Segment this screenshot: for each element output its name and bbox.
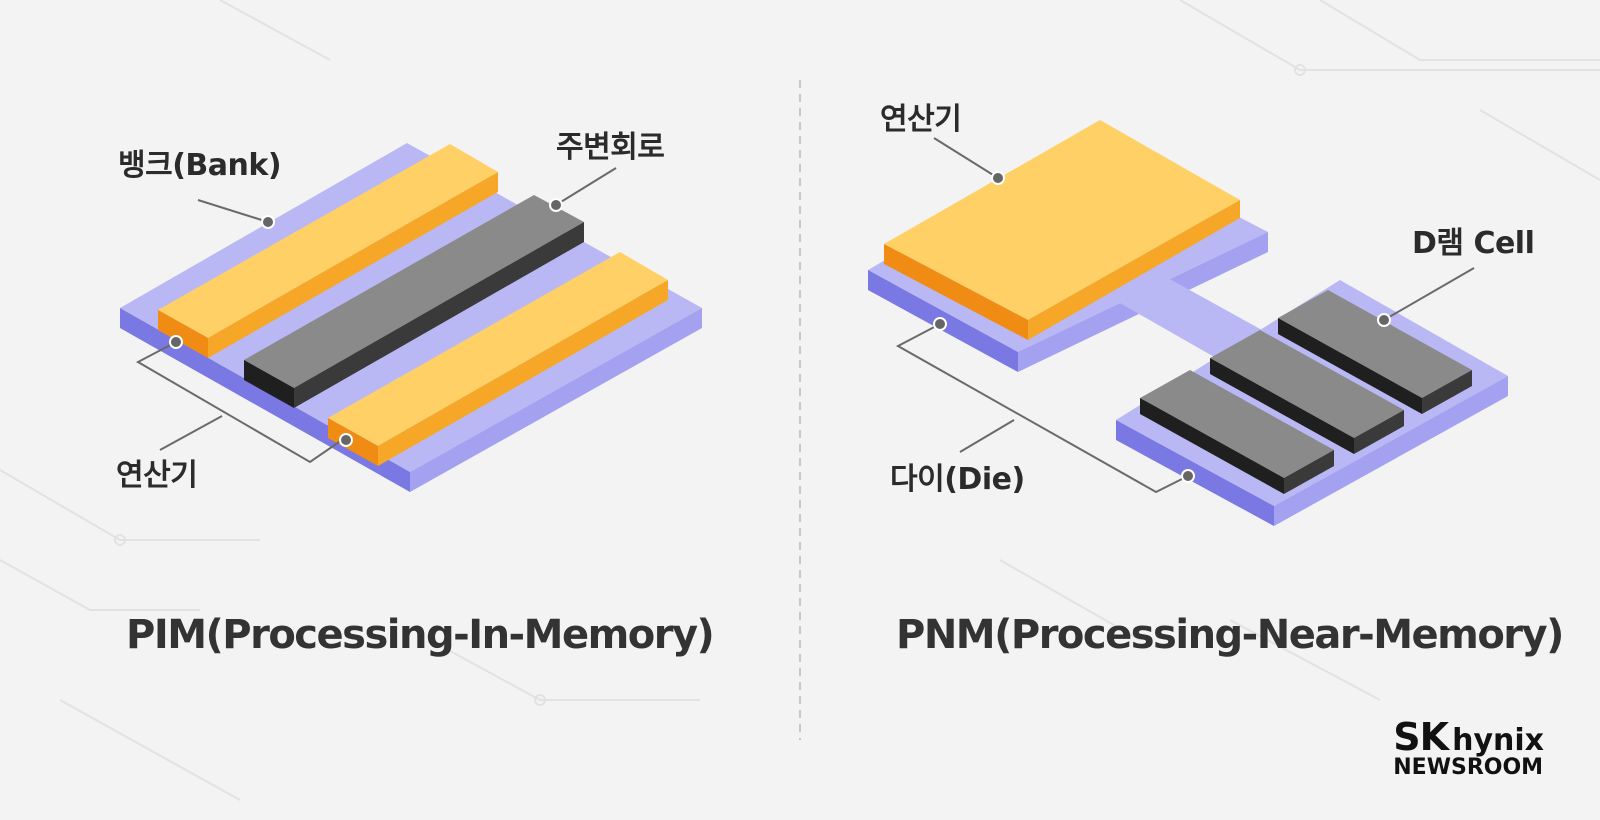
pnm-dram-cell-top bbox=[1140, 370, 1334, 478]
pim-periphery-label: 주변회로 bbox=[556, 130, 665, 165]
pim-bank-side bbox=[328, 418, 378, 466]
pim-die-left-side bbox=[120, 308, 410, 492]
pnm-dram-cell-front bbox=[1422, 370, 1472, 414]
pnm-dram-cell-top bbox=[1210, 330, 1404, 438]
logo-newsroom: NEWSROOM bbox=[1393, 755, 1544, 780]
pnm-dram-cell-side bbox=[1140, 398, 1284, 494]
pim-diagram bbox=[120, 143, 702, 492]
pnm-die-marker bbox=[933, 317, 947, 331]
pnm-dram-cell-top bbox=[1278, 290, 1472, 398]
pnm-title: PNM(Processing-Near-Memory) bbox=[896, 612, 1564, 658]
pim-periphery-top bbox=[244, 195, 584, 388]
pim-bank-label: 뱅크(Bank) bbox=[118, 148, 282, 183]
pnm-die-label: 다이(Die) bbox=[890, 462, 1025, 497]
pnm-processor-label: 연산기 bbox=[880, 102, 962, 137]
logo-product: hynix bbox=[1452, 723, 1544, 758]
pim-die-right-side bbox=[410, 308, 702, 492]
pnm-dram-cell-marker bbox=[1377, 313, 1391, 327]
pnm-dram-cell-front bbox=[1354, 410, 1404, 454]
pnm-processor-top bbox=[884, 120, 1240, 320]
pnm-processor-front bbox=[1028, 200, 1240, 340]
pim-periphery-front bbox=[294, 222, 584, 408]
pnm-dram-cell-front bbox=[1284, 450, 1334, 494]
pnm-dram-cell-side bbox=[1210, 358, 1354, 454]
pnm-leader-lines bbox=[895, 137, 1475, 494]
pnm-die-marker bbox=[1181, 469, 1195, 483]
pim-periphery-marker bbox=[549, 198, 563, 212]
pnm-processor-side bbox=[884, 244, 1028, 340]
circuit-background-decoration bbox=[0, 0, 1600, 801]
pim-bank-front bbox=[208, 172, 498, 358]
pim-bank-front bbox=[378, 280, 668, 466]
pnm-memory-die-right bbox=[1274, 376, 1508, 526]
pnm-dram-cell-side bbox=[1278, 318, 1422, 414]
pim-bank-top bbox=[328, 252, 668, 446]
pim-leader-lines bbox=[135, 167, 617, 464]
pnm-processor-marker bbox=[991, 171, 1005, 185]
logo-brand: SK bbox=[1393, 715, 1449, 759]
pnm-dram-cell-label: D램 Cell bbox=[1412, 226, 1535, 261]
pim-periphery-side bbox=[244, 360, 294, 408]
pim-bank-top bbox=[158, 144, 498, 338]
pnm-diagram bbox=[868, 120, 1508, 526]
pim-title: PIM(Processing-In-Memory) bbox=[126, 612, 715, 658]
pim-processor-label: 연산기 bbox=[116, 458, 198, 493]
pim-processor-marker bbox=[339, 433, 353, 447]
pim-bank-side bbox=[158, 310, 208, 358]
pim-processor-marker bbox=[169, 335, 183, 349]
pim-bank-marker bbox=[261, 215, 275, 229]
pnm-memory-die-left bbox=[1116, 420, 1274, 526]
